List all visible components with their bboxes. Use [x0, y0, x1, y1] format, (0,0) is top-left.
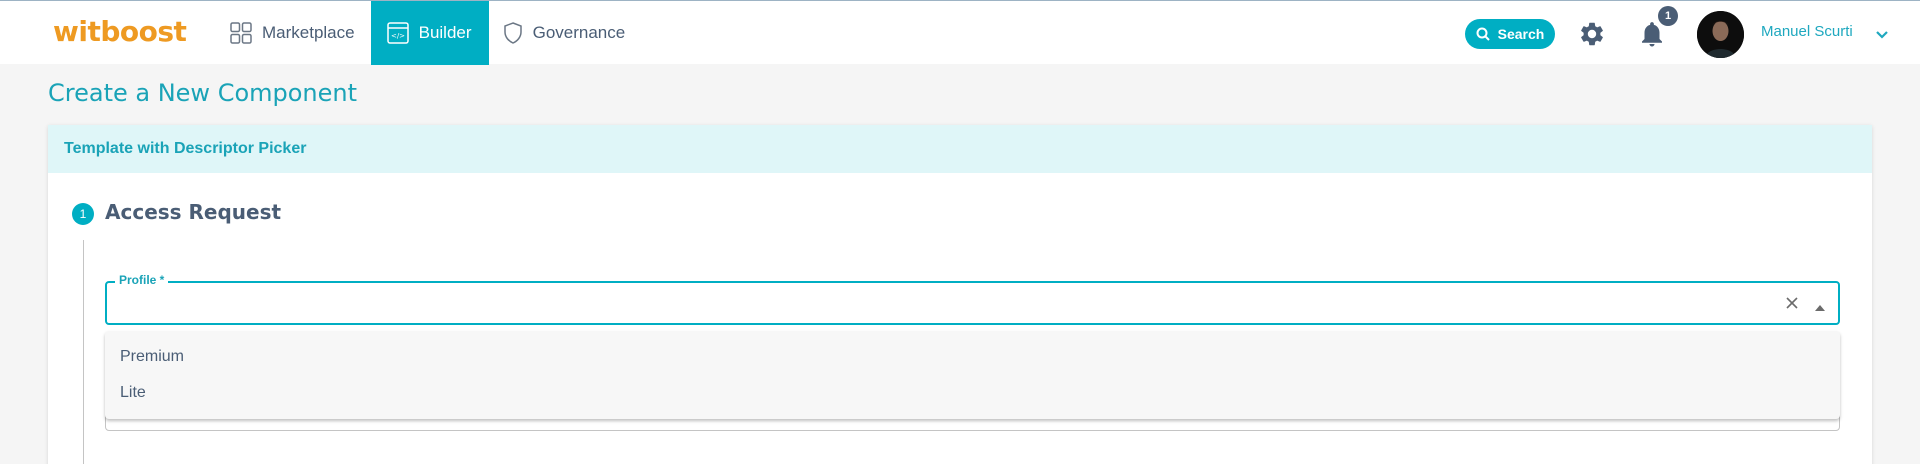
page-title: Create a New Component: [48, 79, 358, 107]
shield-icon: [503, 22, 523, 44]
profile-label: Profile *: [115, 273, 169, 287]
nav-governance-label: Governance: [532, 23, 626, 42]
code-window-icon: </>: [386, 22, 409, 44]
nav-builder[interactable]: </> Builder: [370, 1, 489, 65]
user-name[interactable]: Manuel Scurti: [1761, 23, 1853, 40]
notification-badge: 1: [1658, 6, 1678, 26]
svg-text:</>: </>: [391, 32, 405, 40]
main-nav: Marketplace </> Builder Governance: [218, 1, 637, 65]
search-icon: [1476, 27, 1490, 41]
top-bar: witboost Marketplace </> Builder: [0, 0, 1920, 65]
nav-marketplace-label: Marketplace: [262, 23, 355, 42]
nav-governance[interactable]: Governance: [489, 1, 638, 65]
option-premium[interactable]: Premium: [120, 348, 185, 365]
template-card: Template with Descriptor Picker 1 Access…: [48, 125, 1872, 464]
step-number: 1: [72, 203, 94, 225]
step-connector: [83, 240, 84, 464]
witboost-logo[interactable]: witboost: [53, 15, 187, 48]
bell-icon[interactable]: [1637, 18, 1667, 55]
profile-options-list: Premium Lite: [105, 331, 1840, 419]
search-label: Search: [1497, 26, 1545, 42]
arrow-up-icon[interactable]: [1814, 299, 1826, 317]
search-button[interactable]: Search: [1465, 19, 1555, 49]
card-header: Template with Descriptor Picker: [48, 125, 1872, 173]
nav-builder-label: Builder: [418, 23, 472, 42]
avatar[interactable]: [1697, 11, 1744, 58]
clear-icon[interactable]: [1784, 295, 1800, 316]
grid-icon: [230, 22, 252, 44]
profile-select[interactable]: Profile *: [105, 273, 1840, 325]
option-lite[interactable]: Lite: [120, 384, 146, 401]
gear-icon[interactable]: [1578, 20, 1606, 53]
step-title: Access Request: [105, 200, 282, 224]
chevron-down-icon[interactable]: [1875, 27, 1889, 45]
nav-marketplace[interactable]: Marketplace: [218, 1, 371, 65]
